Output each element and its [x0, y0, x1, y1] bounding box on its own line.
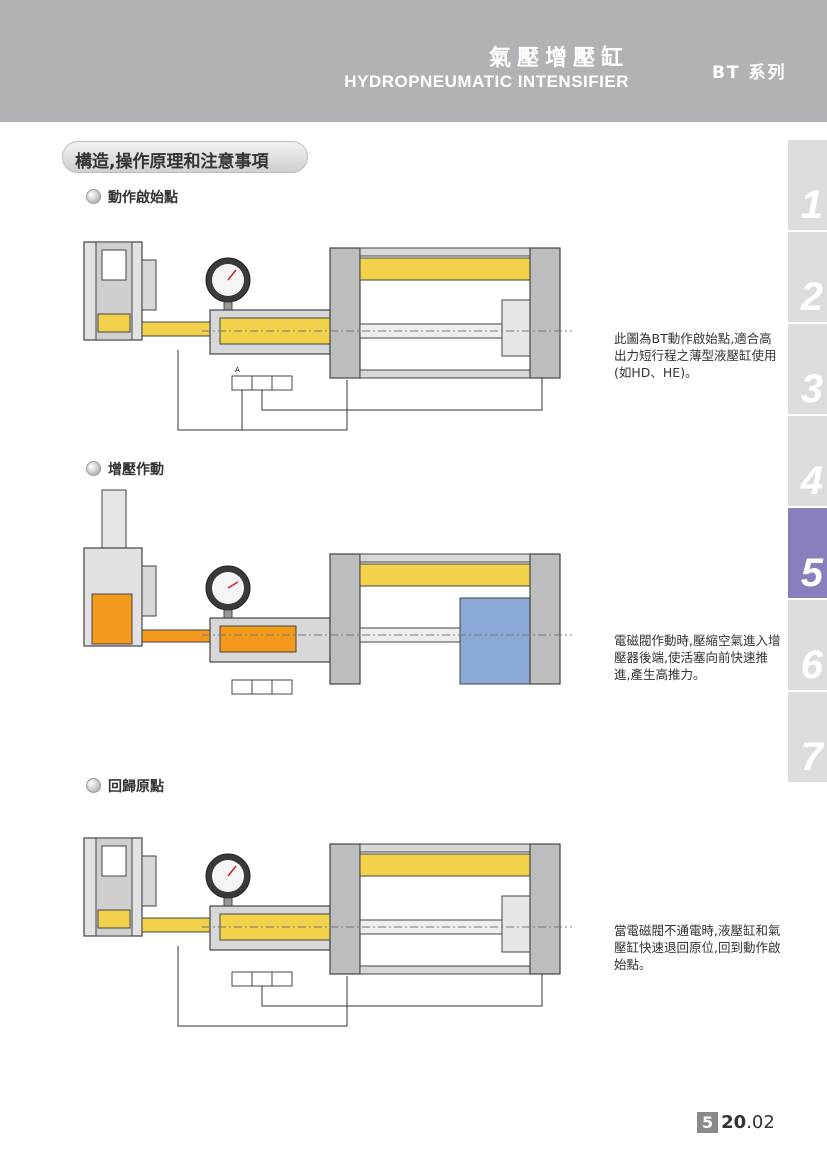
intensifier-body — [202, 553, 572, 685]
header-title-en: HYDROPNEUMATIC INTENSIFIER — [344, 72, 629, 91]
chapter-tab-5[interactable]: 5 — [788, 508, 827, 598]
oil-line — [141, 629, 213, 643]
hydraulic-cylinder — [83, 489, 157, 647]
section-title: 構造,操作原理和注意事項 — [75, 152, 269, 172]
stage-3-heading: 回歸原點 — [86, 776, 164, 796]
stage-1-heading: 動作啟始點 — [86, 187, 178, 207]
pressure-gauge — [205, 565, 251, 621]
hydraulic-cylinder — [83, 241, 157, 341]
chapter-tab-3[interactable]: 3 — [788, 324, 827, 414]
chapter-tabs: 1 2 3 4 5 6 7 — [788, 140, 827, 784]
solenoid-valve — [231, 679, 293, 695]
header-title-cn: 氣壓增壓缸 — [488, 46, 629, 71]
hydraulic-cylinder — [83, 837, 157, 937]
solenoid-valve — [231, 971, 293, 987]
page-chapter: 5 — [697, 1112, 719, 1133]
page-major: 20 — [721, 1112, 747, 1133]
stage-1-diagram: A — [83, 241, 572, 431]
stage-2-diagram — [83, 489, 572, 695]
pressure-gauge — [205, 257, 251, 315]
valve-port-label: A — [235, 366, 240, 374]
chapter-tab-7[interactable]: 7 — [788, 692, 827, 782]
stage-2-title: 增壓作動 — [108, 462, 164, 478]
chapter-tab-1[interactable]: 1 — [788, 140, 827, 230]
header-series: BT 系列 — [712, 63, 787, 83]
stage-3-diagram — [83, 837, 572, 1027]
solenoid-valve: A — [231, 366, 293, 391]
chapter-tab-6[interactable]: 6 — [788, 600, 827, 690]
chapter-tab-2[interactable]: 2 — [788, 232, 827, 322]
stage-1-description: 此圖為BT動作啟始點,適合高出力短行程之薄型液壓缸使用(如HD、HE)。 — [614, 331, 777, 380]
page-header: 氣壓增壓缸 HYDROPNEUMATIC INTENSIFIER BT 系列 — [0, 0, 827, 122]
bullet-icon — [86, 189, 101, 204]
page-minor: .02 — [746, 1112, 775, 1133]
chapter-tab-4[interactable]: 4 — [788, 416, 827, 506]
oil-line — [141, 917, 213, 933]
oil-line — [141, 321, 213, 337]
bullet-icon — [86, 778, 101, 793]
stage-3-title: 回歸原點 — [108, 779, 164, 795]
stage-2-description: 電磁閥作動時,壓縮空氣進入增壓器後端,使活塞向前快速推進,產生高推力。 — [614, 633, 781, 682]
stage-3-description: 當電磁閥不通電時,液壓缸和氣壓缸快速退回原位,回到動作啟始點。 — [614, 923, 781, 972]
intensifier-body — [202, 247, 572, 379]
intensifier-body — [202, 843, 572, 975]
stage-1-title: 動作啟始點 — [108, 190, 178, 206]
pressure-gauge — [205, 853, 251, 911]
bullet-icon — [86, 461, 101, 476]
stage-2-heading: 增壓作動 — [86, 459, 164, 479]
section-title-pill: 構造,操作原理和注意事項 — [62, 141, 308, 173]
